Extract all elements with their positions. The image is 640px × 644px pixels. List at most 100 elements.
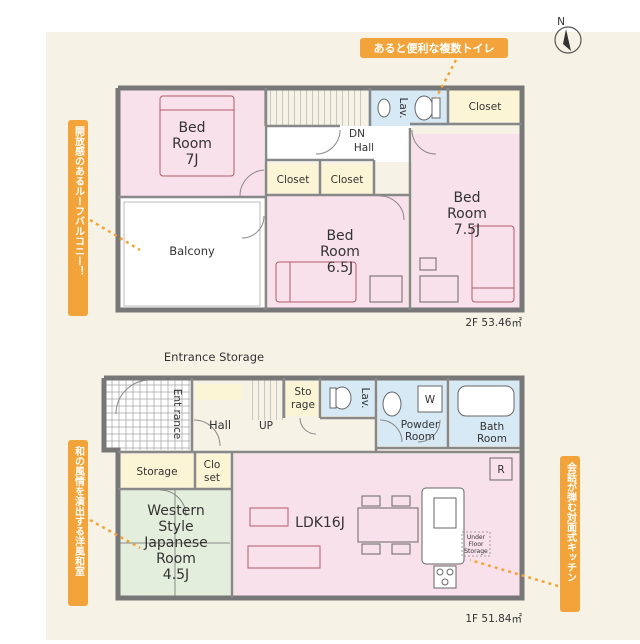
- japanese-room-label-1: Western: [147, 503, 204, 519]
- burner-icon: [436, 568, 444, 576]
- entrance-tiles: [106, 380, 190, 450]
- floor-2: Bed Room 7J Bed Room 6.5J Bed Room 7.5J …: [115, 85, 525, 329]
- balcony-area: [120, 198, 264, 310]
- hall-2f-label: Hall: [354, 142, 374, 154]
- desk-furniture: [369, 275, 403, 303]
- callout-leader: [469, 558, 559, 588]
- toilet-tank-icon: [431, 97, 441, 119]
- refrigerator-icon: [489, 457, 513, 481]
- floor-1: Entrance Storage Ent rance Hall UP Sto r…: [101, 350, 525, 625]
- closet-a-label: Closet: [277, 174, 310, 186]
- area-1f-label: 1F 51.84㎡: [465, 613, 522, 625]
- callout-japanese: 和の風情を演出する洋風和室: [68, 440, 141, 606]
- closet-c-area: [450, 90, 520, 122]
- kitchen-sink-icon: [433, 497, 457, 529]
- callout-balcony: 開放感のあるルーフバルコニー！: [68, 120, 141, 316]
- callout-toilet: あると便利な複数トイレ: [360, 38, 508, 99]
- callout-leader: [89, 218, 141, 252]
- closet-a-area: [268, 164, 318, 194]
- washing-machine-icon: [417, 385, 443, 413]
- door-swing: [411, 129, 437, 155]
- door-swing: [379, 419, 403, 443]
- hall-2f-area: [264, 126, 412, 162]
- callout-leader: [89, 518, 141, 550]
- hall-dn-label: DN: [349, 128, 365, 140]
- toilet-icon: [414, 95, 434, 121]
- hall-1f-label: Hall: [209, 418, 231, 432]
- storage-small-label-1: Sto: [294, 386, 311, 398]
- japanese-room-label-5: 4.5J: [163, 567, 189, 583]
- bed-room-75j-label-2: Room: [447, 206, 487, 222]
- storage-1f-area: [120, 454, 194, 488]
- closet-1f-label-2: set: [204, 472, 220, 484]
- stairs-1f: [248, 380, 284, 420]
- powder-room-label-1: Powder: [401, 419, 440, 431]
- callout-kitchen-box: [560, 456, 580, 612]
- bed-room-7j-label-1: Bed: [178, 120, 205, 136]
- balcony-label: Balcony: [169, 244, 215, 258]
- bed-room-75j-label-1: Bed: [453, 190, 480, 206]
- powder-room-label-2: Room: [405, 431, 435, 443]
- bed-room-65j-label-1: Bed: [326, 228, 353, 244]
- callout-leader: [434, 59, 458, 99]
- bed-room-65j-label-2: Room: [320, 244, 360, 260]
- closet-b-label: Closet: [331, 174, 364, 186]
- door-swing: [417, 419, 441, 443]
- storage-small-label-2: rage: [291, 399, 315, 411]
- door-swing: [159, 489, 187, 517]
- callout-balcony-text: 開放感のあるルーフバルコニー！: [73, 126, 86, 276]
- ldk-area: [234, 454, 520, 596]
- closet-1f-label-1: Clo: [204, 459, 221, 471]
- chair-furniture: [419, 257, 437, 271]
- door-swing: [239, 169, 265, 197]
- area-2f-label: 2F 53.46㎡: [465, 317, 522, 329]
- washer-label: W: [425, 394, 436, 406]
- bath-room-label-2: Room: [477, 433, 507, 445]
- door-swing: [299, 417, 317, 435]
- up-label: UP: [259, 420, 273, 432]
- bath-room-label-1: Bath: [480, 421, 504, 433]
- storage-1f-label: Storage: [136, 466, 177, 478]
- storage-small-area: [286, 382, 320, 416]
- sofa-furniture: [247, 545, 321, 569]
- stairs-2f: [264, 90, 364, 126]
- bed-room-65j-label-3: 6.5J: [327, 260, 353, 276]
- bed-room-65j-area: [268, 196, 408, 308]
- north-arrow-icon: N: [554, 16, 582, 54]
- underfloor-storage-box: [461, 531, 491, 557]
- callout-toilet-box: [360, 38, 508, 58]
- japanese-room-label-4: Room: [156, 551, 196, 567]
- bed-furniture: [471, 225, 515, 303]
- bed-room-75j-label-3: 7.5J: [454, 222, 480, 238]
- bed-room-7j-label-2: Room: [172, 136, 212, 152]
- compass-label: N: [557, 16, 565, 28]
- ldk-label: LDK16J: [295, 515, 345, 531]
- coffee-table: [249, 507, 289, 527]
- outer-wall-2f: [115, 85, 525, 313]
- bed-room-75j-area: [412, 134, 520, 308]
- underfloor-storage-label-1: Under: [467, 534, 486, 541]
- burner-icon: [446, 568, 454, 576]
- sink-icon: [377, 98, 391, 118]
- door-swing: [115, 379, 151, 415]
- door-swing: [241, 215, 265, 239]
- chair-icon: [361, 495, 381, 507]
- door-swing: [379, 195, 405, 221]
- stove-icon: [433, 565, 457, 589]
- burner-icon: [441, 578, 449, 586]
- entrance-storage-area: [196, 384, 242, 400]
- toilet-tank-icon: [329, 387, 337, 409]
- closet-1f-area: [196, 454, 230, 488]
- wash-basin-icon: [382, 391, 402, 417]
- door-swing: [315, 129, 341, 155]
- kitchen-counter: [421, 487, 465, 565]
- balcony-frame: [123, 201, 261, 307]
- chair-icon: [391, 495, 411, 507]
- refrigerator-label: R: [497, 464, 504, 476]
- callout-japanese-text: 和の風情を演出する洋風和室: [73, 445, 86, 576]
- bed-furniture: [275, 261, 357, 303]
- bed-furniture: [159, 95, 235, 177]
- callout-toilet-text: あると便利な複数トイレ: [374, 41, 495, 55]
